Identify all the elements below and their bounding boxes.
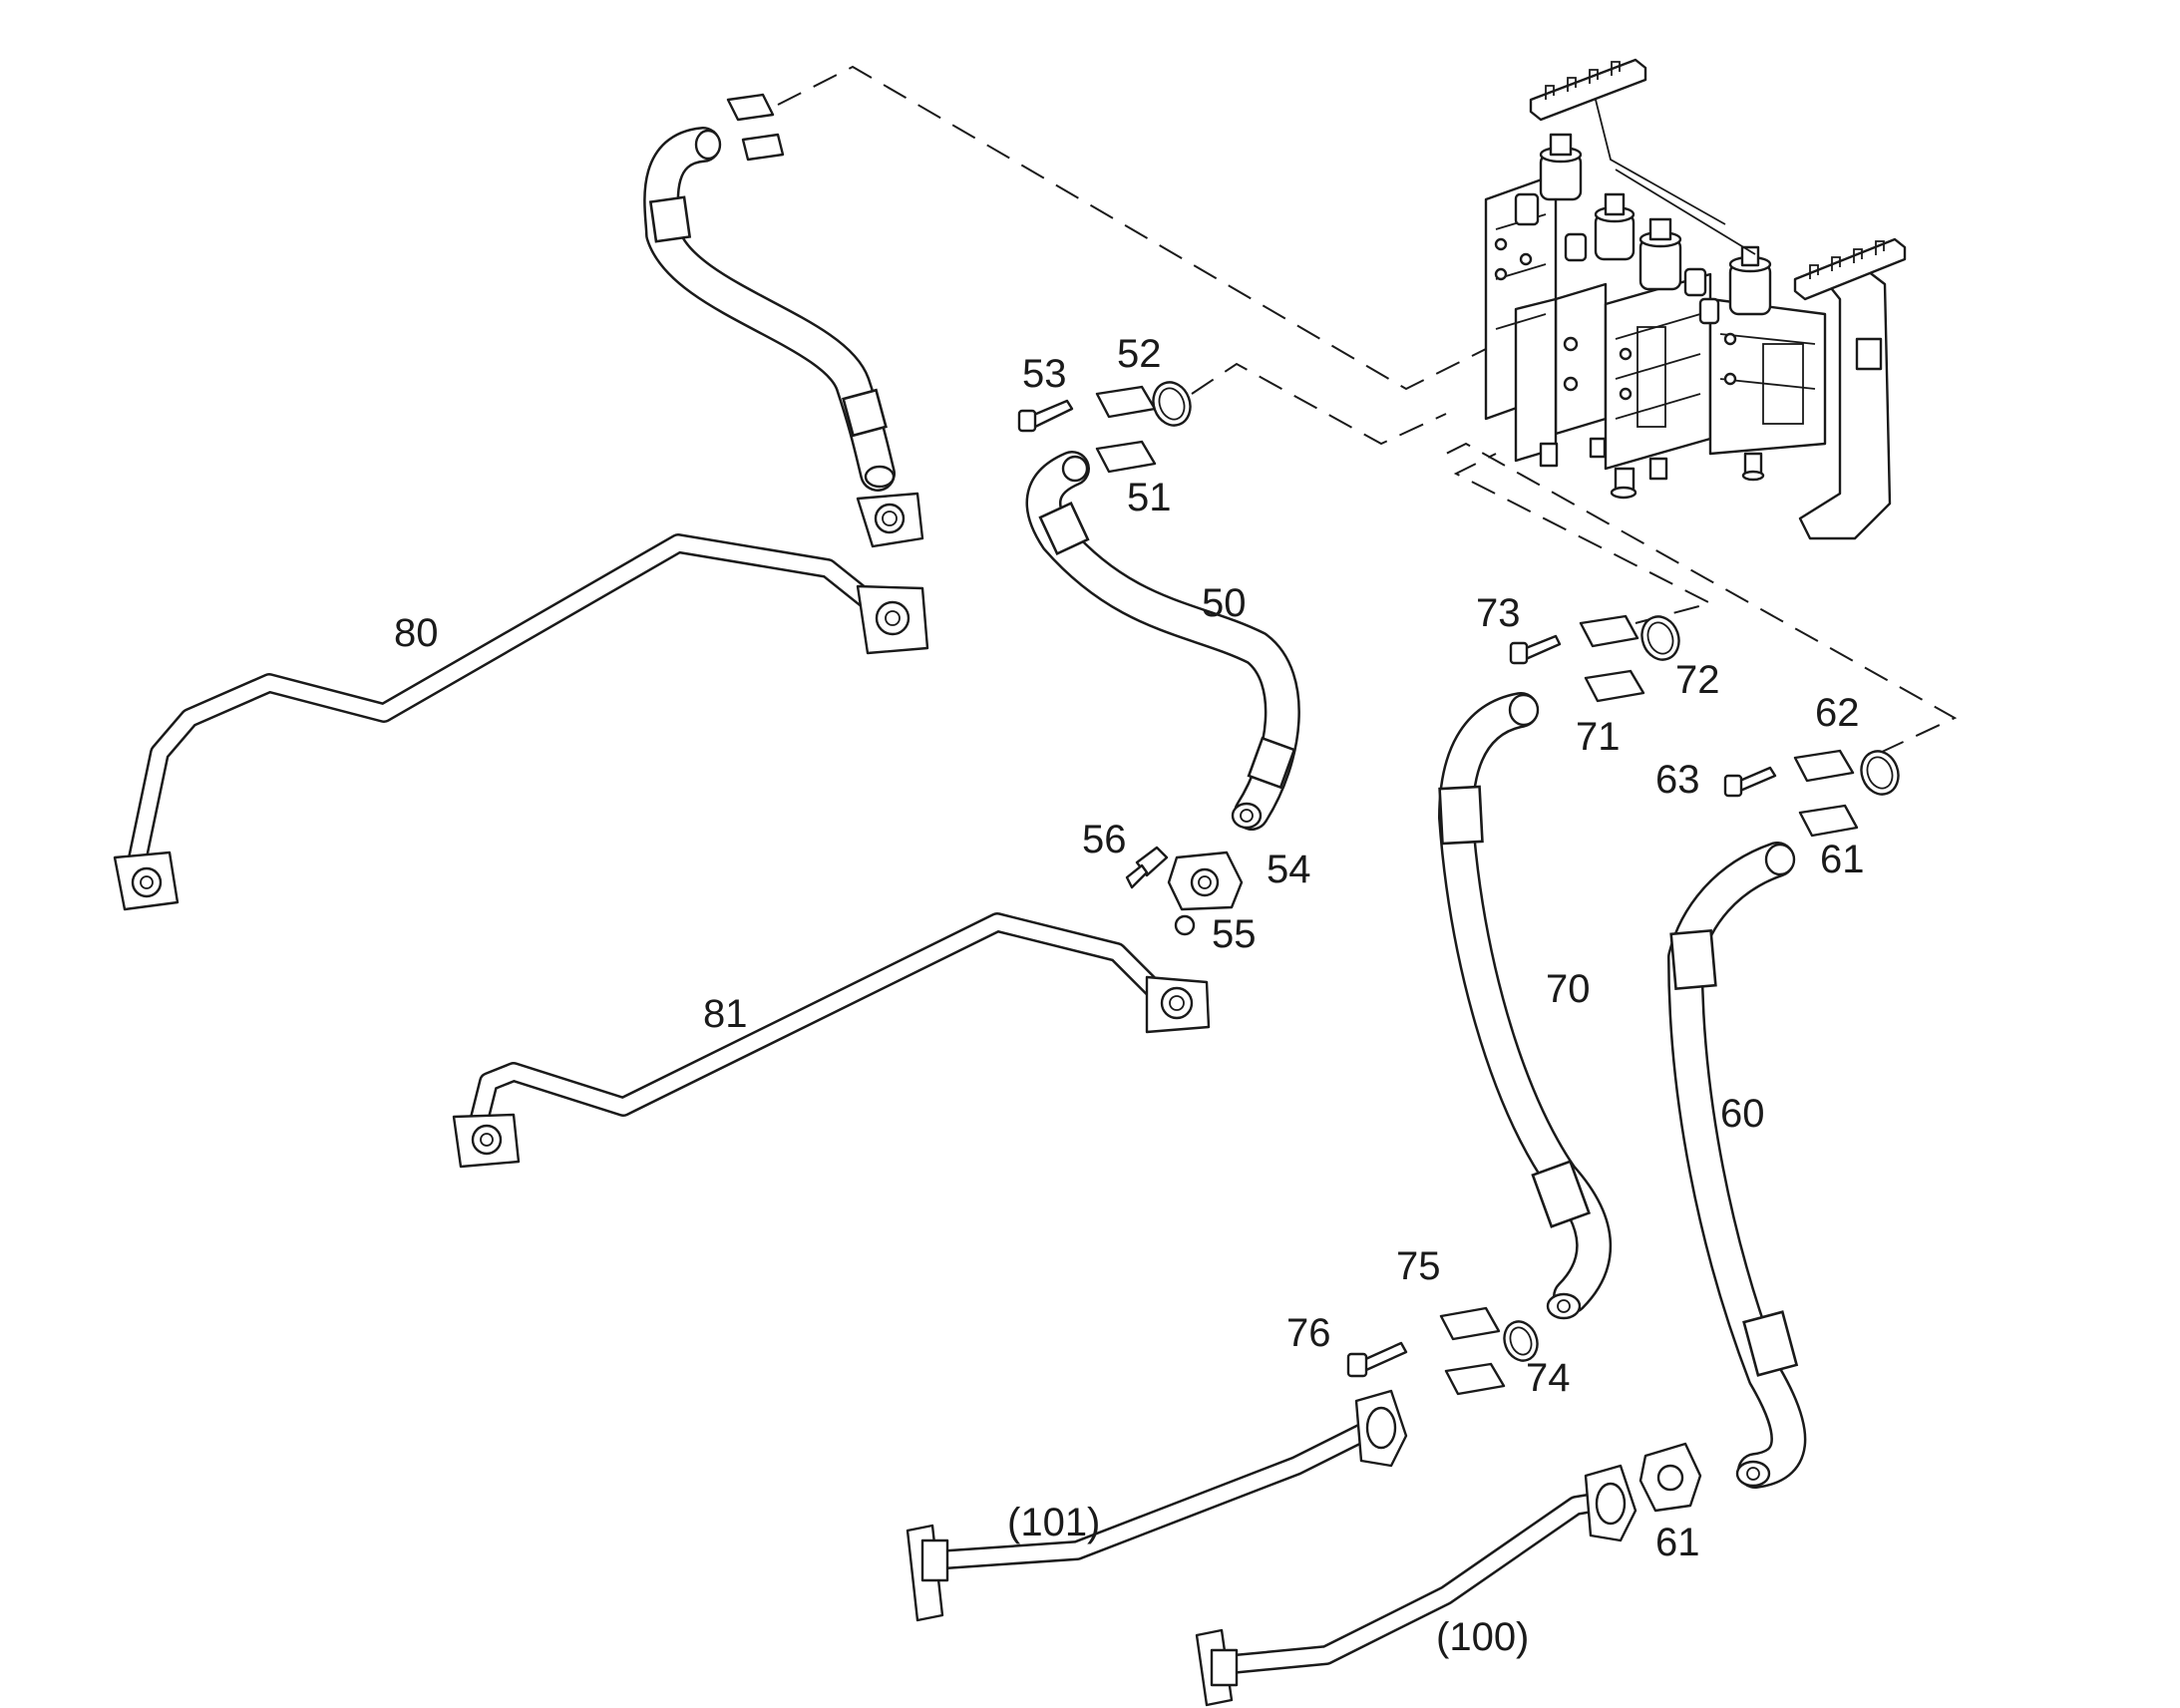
dashed-leader-lines bbox=[777, 65, 1958, 754]
callout-52: 52 bbox=[1117, 332, 1162, 376]
callout-56: 56 bbox=[1082, 818, 1127, 861]
callout-61-upper: 61 bbox=[1820, 838, 1865, 881]
pipe-101 bbox=[906, 1389, 1408, 1622]
callout-55: 55 bbox=[1212, 912, 1257, 956]
callout-61-lower: 61 bbox=[1655, 1521, 1700, 1564]
callout-81: 81 bbox=[703, 992, 748, 1036]
callout-labels: 80 81 50 51 52 53 54 55 56 73 72 71 62 6… bbox=[394, 332, 1865, 1659]
callout-76: 76 bbox=[1286, 1311, 1331, 1355]
hose-70 bbox=[1438, 692, 1613, 1320]
callout-75: 75 bbox=[1396, 1244, 1441, 1288]
callout-73: 73 bbox=[1476, 591, 1521, 635]
pipe-100 bbox=[1195, 1442, 1702, 1707]
callout-51: 51 bbox=[1127, 476, 1172, 519]
callout-72: 72 bbox=[1675, 658, 1720, 702]
pipe-80 bbox=[113, 533, 929, 911]
callout-80: 80 bbox=[394, 611, 439, 655]
callout-60: 60 bbox=[1720, 1092, 1765, 1136]
callout-101: (101) bbox=[1007, 1501, 1100, 1544]
pipe-81 bbox=[452, 912, 1211, 1169]
flange-set-54-56 bbox=[1125, 846, 1244, 936]
callout-71: 71 bbox=[1576, 715, 1621, 759]
callout-54: 54 bbox=[1267, 848, 1311, 891]
clamp-set-61-63 bbox=[1723, 749, 1900, 838]
callout-63: 63 bbox=[1655, 758, 1700, 802]
clamp-set-74-76 bbox=[1346, 1306, 1539, 1396]
callout-50: 50 bbox=[1202, 581, 1247, 625]
callout-100: (100) bbox=[1436, 1615, 1529, 1659]
clamp-set-51-53 bbox=[1017, 381, 1192, 474]
callout-70: 70 bbox=[1546, 967, 1591, 1011]
callout-62: 62 bbox=[1815, 691, 1860, 735]
callout-53: 53 bbox=[1022, 352, 1067, 396]
hose-60 bbox=[1667, 842, 1807, 1489]
clamp-set-71-73 bbox=[1509, 614, 1680, 703]
hose-upper-left bbox=[643, 93, 924, 548]
control-valve-block bbox=[1484, 58, 1907, 540]
callout-74: 74 bbox=[1526, 1356, 1571, 1400]
hose-50 bbox=[1025, 451, 1300, 831]
